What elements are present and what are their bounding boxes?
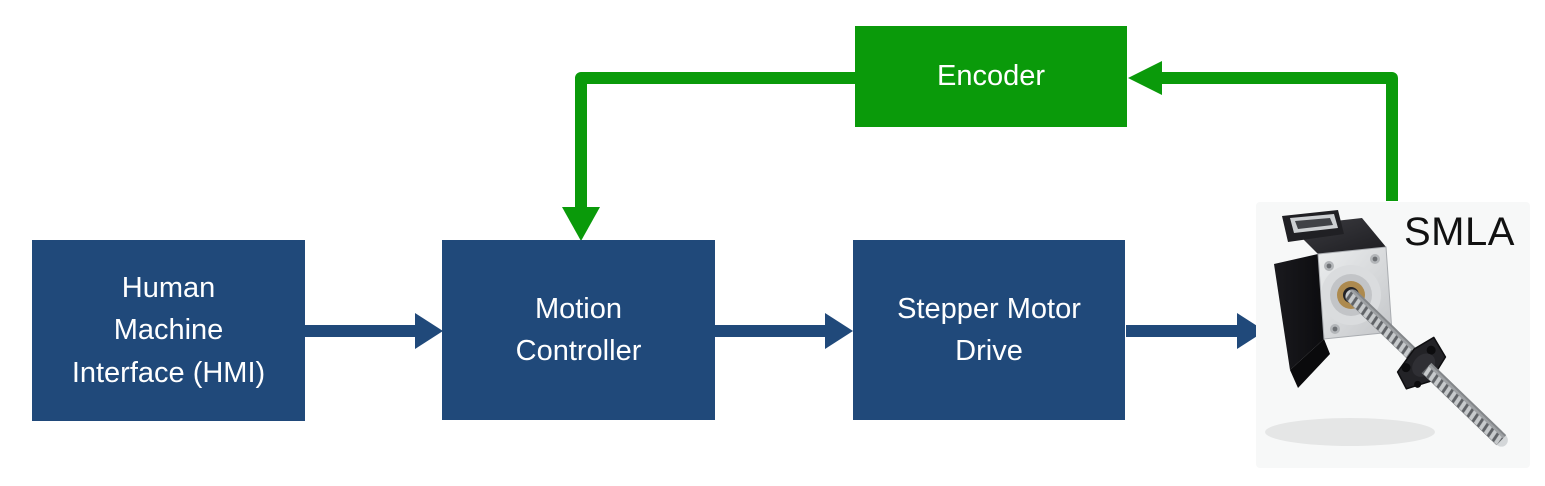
hmi-box: Human Machine Interface (HMI) [32, 240, 305, 421]
lead-screw [1345, 289, 1508, 447]
motion-controller-box-label: Motion Controller [515, 292, 642, 367]
encoder-box-label: Encoder [936, 60, 1045, 93]
edge-stepper-drive-to-smla-arrow [1126, 313, 1265, 349]
smla-label: SMLA [1404, 210, 1515, 254]
hmi-box-label: Human Machine Interface (HMI) [71, 272, 266, 389]
motion-controller-box: Motion Controller [442, 240, 715, 420]
stepper-motor-drive-box: Stepper Motor Drive [853, 240, 1125, 420]
stepper-motor-drive-box-label: Stepper Motor Drive [897, 292, 1081, 367]
edge-hmi-to-motion-controller-arrow [304, 313, 443, 349]
stepper-motor-linear-actuator-photo [1256, 202, 1530, 468]
edge-encoder-to-motion-controller-arrow [562, 72, 856, 241]
motor-shadow [1265, 418, 1435, 446]
encoder-box: Encoder [855, 26, 1127, 127]
edge-motion-controller-to-stepper-drive-arrow [714, 313, 853, 349]
edge-smla-to-encoder-arrow [1128, 61, 1398, 201]
